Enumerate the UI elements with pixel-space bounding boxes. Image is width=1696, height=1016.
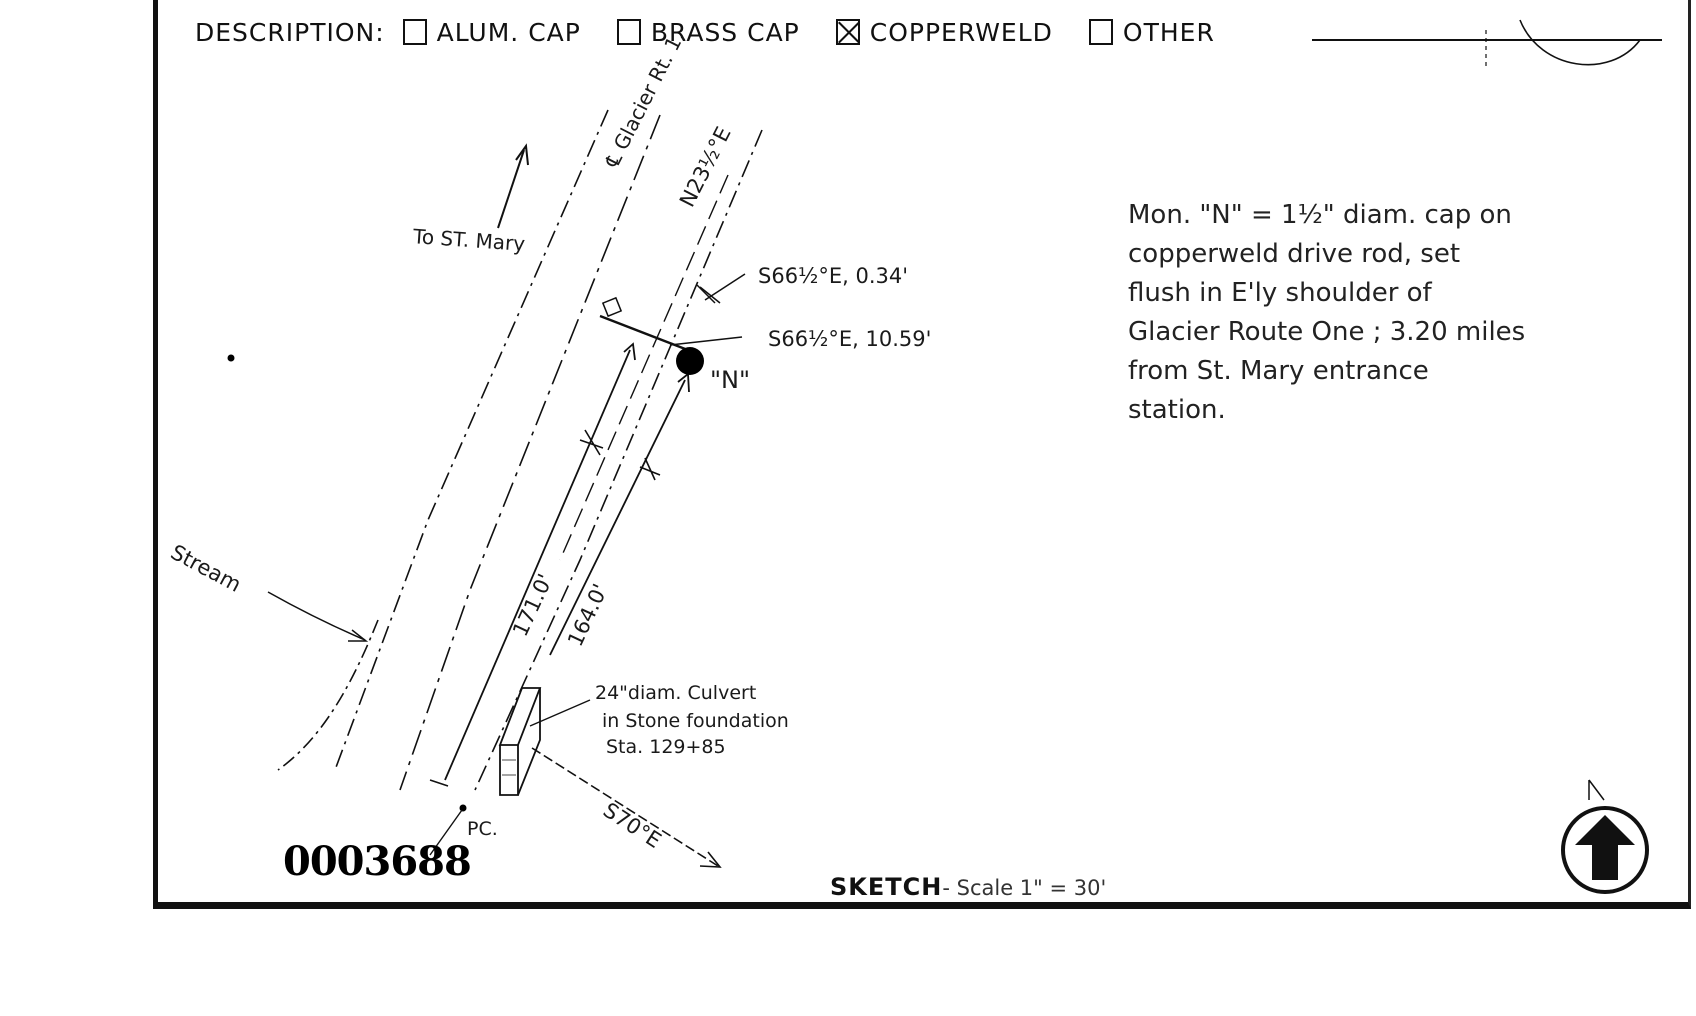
road-centerline [399,114,661,791]
document-number: 0003688 [283,838,472,885]
pc-label: PC. [467,818,498,840]
culvert-line-2: in Stone foundation [602,710,789,732]
sketch-scale-label: SKETCH- Scale 1" = 30' [830,873,1106,901]
north-arrow-icon [1561,779,1649,894]
alum-cap-checkbox[interactable] [402,19,427,45]
dist-line-164 [549,379,686,656]
stream-arrow [267,591,366,641]
st-mary-arrow [497,149,525,229]
road-edge-west [334,109,609,771]
other-fill-line [1312,39,1662,41]
offset-line-1 [559,174,729,561]
note-line: Glacier Route One ; 3.20 miles [1128,317,1526,347]
copperweld-label: COPPERWELD [869,17,1053,47]
option-other[interactable]: OTHER [1088,17,1215,47]
road-edge-east [474,129,763,791]
other-label: OTHER [1122,17,1215,47]
stream-line [277,619,379,771]
description-row: DESCRIPTION: ALUM. CAP BRASS CAP COPPERW… [195,12,1251,52]
offset-034-label: S66½°E, 0.34' [758,264,909,288]
note-line: from St. Mary entrance [1128,356,1429,386]
culvert-line-1: 24"diam. Culvert [595,682,757,704]
offset-perpendicular [599,314,694,354]
option-alum-cap[interactable]: ALUM. CAP [402,17,581,47]
form-frame [153,0,1691,909]
option-copperweld[interactable]: COPPERWELD [835,17,1053,47]
culvert-box [498,687,542,796]
note-line: Mon. "N" = 1½" diam. cap on [1128,200,1512,230]
culvert-bearing-arrow [531,747,719,867]
alum-cap-label: ALUM. CAP [436,17,581,47]
other-checkbox[interactable] [1088,19,1113,45]
dist-line-171 [444,349,631,781]
option-brass-cap[interactable]: BRASS CAP [616,17,800,47]
monument-label: "N" [710,366,751,394]
offset-1059-label: S66½°E, 10.59' [768,327,932,351]
brass-cap-label: BRASS CAP [650,17,800,47]
culvert-line-3: Sta. 129+85 [606,736,726,758]
scale-text: - Scale 1" = 30' [942,876,1107,900]
monument-note: Mon. "N" = 1½" diam. cap on copperweld d… [1128,196,1608,430]
copperweld-checkbox[interactable] [835,19,860,45]
brass-cap-checkbox[interactable] [616,19,641,45]
note-line: copperweld drive rod, set [1128,239,1461,269]
note-line: flush in E'ly shoulder of [1128,278,1432,308]
monument-marker [676,347,704,375]
description-label: DESCRIPTION: [195,17,385,47]
note-line: station. [1128,395,1226,425]
sketch-word: SKETCH [830,873,943,901]
